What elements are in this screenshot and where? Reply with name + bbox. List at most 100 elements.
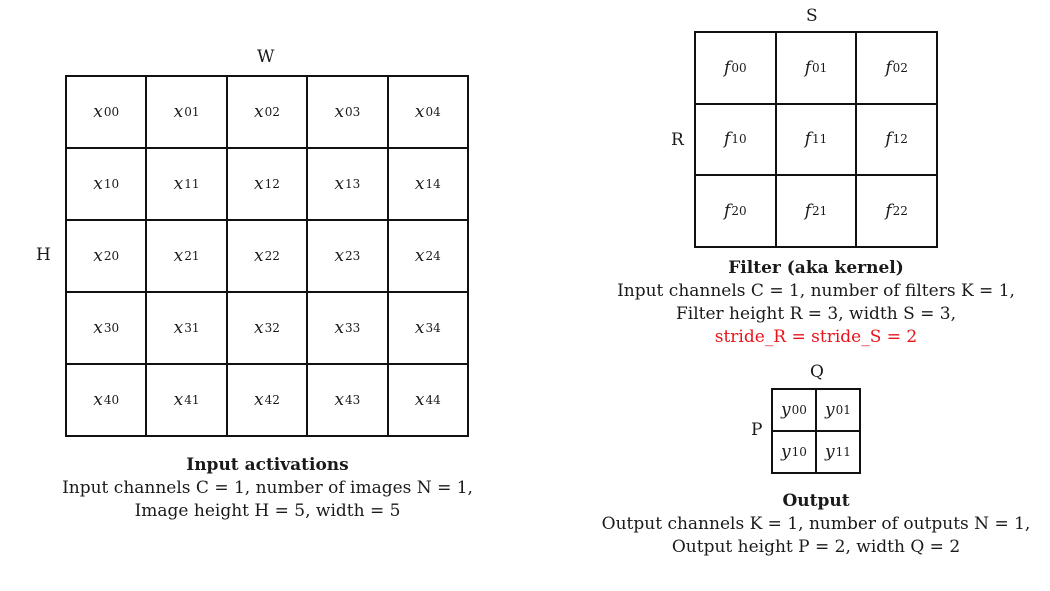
input-caption-line-2: Image height H = 5, width = 5 <box>134 501 401 521</box>
output-cell-index: 01 <box>835 403 851 417</box>
input-cell-symbol: x <box>173 318 184 338</box>
input-cell-index: 41 <box>184 393 200 407</box>
input-cell-symbol: x <box>334 390 345 410</box>
filter-cell-symbol: f <box>804 201 811 222</box>
filter-cell-symbol: f <box>885 57 892 78</box>
output-caption-line-1: Output channels K = 1, number of outputs… <box>601 514 1031 534</box>
input-cell-index: 31 <box>184 321 200 335</box>
filter-caption: Filter (aka kernel) Input channels C = 1… <box>606 257 1026 349</box>
input-cell-symbol: x <box>93 318 103 338</box>
input-cell-index: 00 <box>103 105 120 119</box>
input-cell-symbol: x <box>414 174 425 194</box>
input-cell-index: 34 <box>425 321 441 335</box>
input-cell-index: 11 <box>184 177 200 191</box>
input-cell-symbol: x <box>254 390 264 410</box>
input-cell-index: 21 <box>184 249 200 263</box>
input-width-label: W <box>257 47 275 67</box>
input-cell-index: 42 <box>264 393 280 407</box>
output-cell-symbol: y <box>781 442 791 462</box>
input-cell-symbol: x <box>173 246 184 266</box>
filter-cell-symbol: f <box>804 57 811 78</box>
input-caption-title: Input activations <box>186 455 349 475</box>
filter-cell-index: 11 <box>812 132 828 147</box>
input-cell-symbol: x <box>93 390 103 410</box>
input-cell-index: 20 <box>103 249 120 263</box>
input-cell-index: 32 <box>264 321 280 335</box>
input-cell-index: 14 <box>425 177 441 191</box>
input-cell-index: 44 <box>425 393 441 407</box>
input-cell-symbol: x <box>254 318 264 338</box>
input-cell-symbol: x <box>414 102 425 122</box>
input-cell-index: 33 <box>345 321 361 335</box>
input-caption-line-1: Input channels C = 1, number of images N… <box>62 478 473 498</box>
output-caption: Output Output channels K = 1, number of … <box>596 490 1036 559</box>
filter-cell-index: 01 <box>812 60 828 75</box>
input-cell-index: 24 <box>425 249 441 263</box>
filter-cell-symbol: f <box>885 129 892 150</box>
input-cell-symbol: x <box>93 174 103 194</box>
input-caption: Input activations Input channels C = 1, … <box>40 454 495 523</box>
input-cell-symbol: x <box>93 246 103 266</box>
filter-caption-line-1: Input channels C = 1, number of filters … <box>617 281 1015 301</box>
input-cell-index: 01 <box>184 105 200 119</box>
input-cell-symbol: x <box>173 174 184 194</box>
filter-cell-index: 00 <box>731 60 747 75</box>
filter-cell-index: 21 <box>812 204 828 219</box>
output-width-label: Q <box>810 362 824 382</box>
filter-cell-symbol: f <box>804 129 811 150</box>
input-height-label: H <box>36 245 51 265</box>
output-cell-symbol: y <box>825 400 835 420</box>
filter-cell-index: 10 <box>731 132 747 147</box>
input-cell-index: 30 <box>103 321 120 335</box>
input-cell-index: 12 <box>264 177 280 191</box>
input-cell-index: 43 <box>345 393 361 407</box>
input-cell-symbol: x <box>93 102 103 122</box>
input-cell-index: 22 <box>264 249 280 263</box>
input-cell-symbol: x <box>414 390 425 410</box>
input-cell-index: 10 <box>103 177 120 191</box>
filter-cell-symbol: f <box>724 57 731 78</box>
filter-caption-line-2: Filter height R = 3, width S = 3, <box>675 304 957 324</box>
output-caption-title: Output <box>782 491 850 511</box>
filter-cell-symbol: f <box>724 129 731 150</box>
filter-cell-index: 02 <box>892 60 908 75</box>
output-cell-index: 11 <box>835 445 851 459</box>
filter-width-label: S <box>806 6 818 26</box>
input-cell-symbol: x <box>414 246 425 266</box>
filter-caption-stride-line: stride_R = stride_S = 2 <box>714 327 918 347</box>
input-cell-index: 04 <box>425 105 441 119</box>
input-cell-index: 02 <box>264 105 280 119</box>
output-cell-index: 00 <box>791 403 807 417</box>
output-caption-line-2: Output height P = 2, width Q = 2 <box>671 537 961 557</box>
input-cell-index: 23 <box>345 249 361 263</box>
